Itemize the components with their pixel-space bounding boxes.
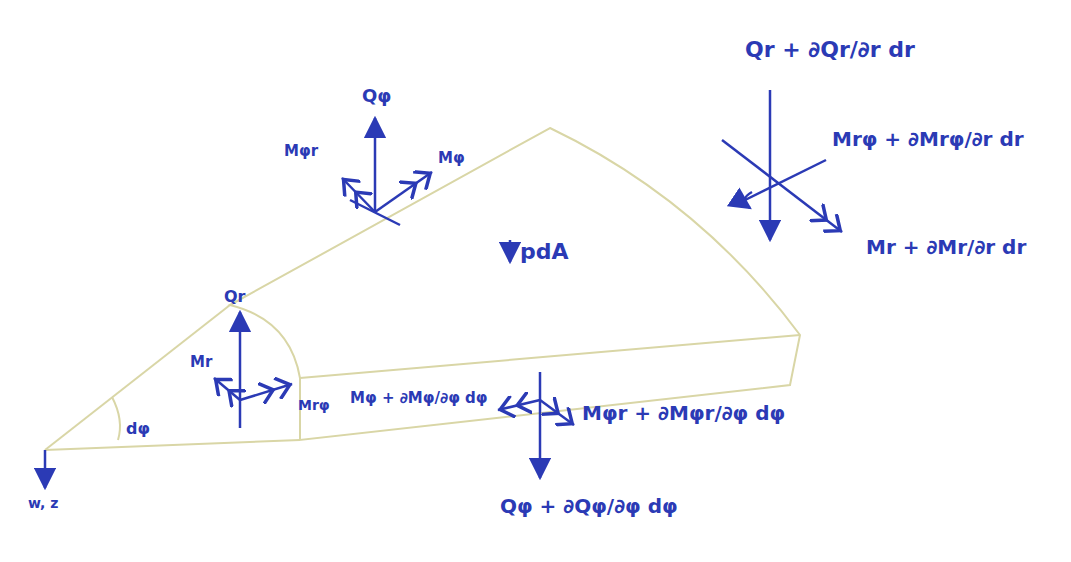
force-label: dφ	[126, 420, 150, 438]
force-label: Qφ	[362, 86, 391, 106]
force-label: Mr	[190, 354, 212, 371]
force-label: Qφ + ∂Qφ/∂φ dφ	[500, 495, 678, 517]
force-label: Mrφ + ∂Mrφ/∂r dr	[832, 128, 1024, 150]
element-outline	[45, 128, 800, 450]
force-label: pdA	[520, 240, 569, 264]
force-arrows	[45, 90, 842, 488]
force-label: Mφr + ∂Mφr/∂φ dφ	[582, 402, 785, 424]
force-label: Mφ + ∂Mφ/∂φ dφ	[350, 390, 488, 407]
force-label: Mφr	[284, 143, 318, 160]
force-label: Qr	[224, 288, 246, 306]
force-label: w, z	[28, 496, 58, 511]
force-label: Mrφ	[298, 398, 330, 413]
force-label: Mφ	[438, 150, 465, 167]
force-label: Qr + ∂Qr/∂r dr	[745, 38, 915, 62]
force-label: Mr + ∂Mr/∂r dr	[866, 236, 1026, 258]
